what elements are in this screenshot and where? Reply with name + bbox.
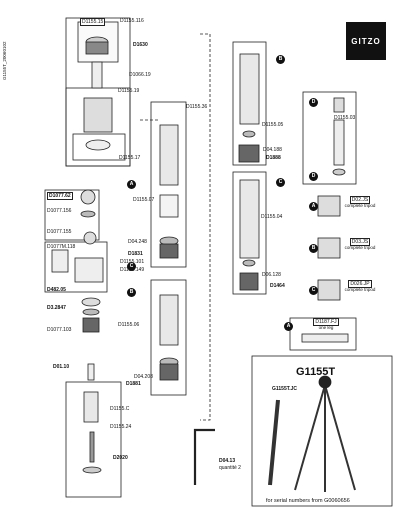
label-d482-05: D482.05 [47,287,66,293]
label-qty: quantité 2 [219,465,241,471]
spring-parts-frame [44,189,100,241]
badge-a-2: A [309,202,318,211]
label-d1077-62: D1077.62 [47,192,73,200]
label-d1077m-118: D1077M.118 [47,244,76,250]
badge-a-3: A [284,322,293,331]
label-d1155-07: D1155.07 [133,197,155,203]
label-d1077-103: D1077.103 [47,327,72,333]
label-d1155-06: D1155.06 [118,322,140,328]
label-d1888: D1888 [266,155,281,161]
label-d04-13: D04.13 [219,458,236,464]
kit-c-note: complete tripod [344,287,376,292]
badge-c-1: C [127,262,136,271]
label-d2020: D2020 [113,455,128,461]
label-g1155t-jc: G1155T.JC [272,386,298,392]
label-d3-2847: D3.2847 [47,305,66,311]
lock-parts-frame [44,241,108,293]
label-d1155-19: D1155.19 [118,88,140,94]
badge-c-3: C [309,286,318,295]
badge-b-1: B [127,288,136,297]
label-d1155-04: D1155.04 [261,214,283,220]
badge-c-2: C [276,178,285,187]
label-d1077-156: D1077.156 [47,208,72,214]
gitzo-logo: GITZO [346,22,386,60]
foot-assembly-frame [65,381,122,498]
label-d06-128: D06.128 [262,272,281,278]
label-d1831: D1831 [128,251,143,257]
label-d04-208: D04.208 [134,374,153,380]
label-d1066-19: D1066.19 [129,72,151,78]
label-d1155-15: D1155.15 [80,18,106,26]
label-d1464: D1464 [270,283,285,289]
label-d1155-17: D1155.17 [119,155,141,161]
middle-leg-frame [150,279,187,396]
hex-key-shape [193,428,215,485]
kit-a: D02.JS complete tripod [340,196,380,208]
label-d1155-03: D1155.03 [334,115,356,121]
kit-c-code: D026.JP [348,280,372,288]
plate-inset-box [72,133,126,161]
label-d1155-c: D1155.C [110,406,130,412]
foot-leg-frame [232,171,267,295]
label-d1881: D1881 [126,381,141,387]
kit-a-note: complete tripod [344,203,376,208]
label-d1155-24: D1155.24 [110,424,132,430]
badge-d-1: D [309,98,318,107]
badge-b-3: B [309,244,318,253]
kit-leg: D1187.FJ one leg [306,318,346,330]
kit-c: D026.JP complete tripod [340,280,380,292]
inner-tube-frame [302,91,357,185]
serial-note: for serial numbers from G0060656 [266,498,350,504]
label-d1155-116: D1155.116 [120,18,144,24]
label-d04-188: D04.188 [263,147,282,153]
kit-b-code: D03.JS [349,238,371,246]
badge-b-2: B [276,55,285,64]
label-d01-10: D01.10 [53,364,70,370]
kit-a-code: D02.JS [349,196,371,204]
kit-leg-code: D1187.FJ [313,318,339,326]
badge-d-2: D [309,172,318,181]
badge-a-1: A [127,180,136,189]
dashed-guide-main [200,33,211,421]
label-d04-248: D04.248 [128,239,147,245]
kit-leg-note: one leg [318,325,334,330]
label-d1155-36: D1155.36 [186,104,208,110]
label-d1630: D1630 [133,42,148,48]
upper-leg-frame [150,101,187,268]
kit-b: D03.JS complete tripod [340,238,380,250]
kit-b-note: complete tripod [344,245,376,250]
lower-leg-frame [232,41,267,166]
model-overview-frame [251,355,393,507]
label-d1077-155: D1077.155 [47,229,72,235]
model-title: G1155T [296,366,336,378]
label-d1155-05: D1155.05 [262,122,284,128]
